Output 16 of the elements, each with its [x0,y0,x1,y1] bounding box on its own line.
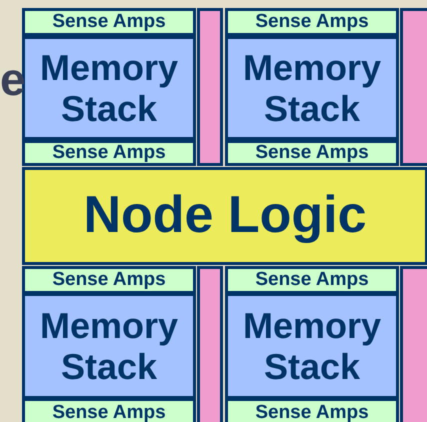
vertical-bar [197,266,223,422]
sense-amps-block: Sense Amps [225,8,399,36]
node-logic-block: Node Logic [22,167,427,265]
vertical-bar [400,8,427,166]
sense-amps-block: Sense Amps [22,266,196,294]
sense-amps-block: Sense Amps [22,8,196,36]
sense-amps-block: Sense Amps [22,398,196,422]
sense-amps-block: Sense Amps [225,398,399,422]
vertical-bar [197,8,223,166]
memory-stack-block: Memory Stack [225,293,399,399]
vertical-bar [400,266,427,422]
sense-amps-block: Sense Amps [225,140,399,166]
memory-stack-block: Memory Stack [22,293,196,399]
memory-stack-block: Memory Stack [225,36,399,140]
sense-amps-block: Sense Amps [225,266,399,294]
sense-amps-block: Sense Amps [22,140,196,166]
